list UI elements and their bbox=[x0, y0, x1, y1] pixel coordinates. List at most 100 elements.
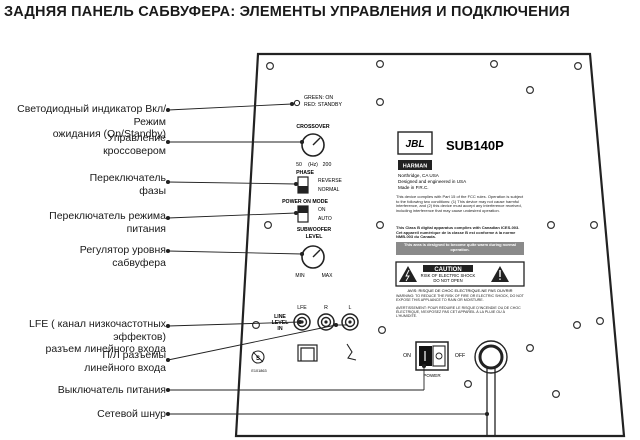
warning-text-block: WARNING: TO REDUCE THE RISK OF FIRE OR E… bbox=[396, 294, 524, 303]
model-number: SUB140P bbox=[446, 138, 504, 153]
callout-led-indicator: Светодиодный индикатор Вкл/Режим ожидани… bbox=[8, 103, 166, 141]
line-level-label-3: IN bbox=[277, 326, 282, 332]
screw-hole bbox=[378, 326, 387, 335]
callout-line: П/Л разъемы bbox=[102, 349, 166, 361]
callout-line: ожидания (On/Standby) bbox=[52, 128, 166, 140]
address-line-3: Made in P.R.C. bbox=[398, 185, 429, 190]
warm-area-text: This area is designed to become quite wa… bbox=[403, 243, 517, 252]
power-mode-auto-label: AUTO bbox=[318, 216, 332, 222]
callout-lfe-input: LFE ( канал низкочастотных эффектов) раз… bbox=[2, 318, 166, 356]
screw-hole bbox=[264, 221, 273, 230]
jack-lfe-label: LFE bbox=[297, 305, 307, 311]
callout-line: Управление bbox=[107, 132, 166, 144]
avert-text-block: AVERTISSEMENT: POUR RÉDUIRE LE RISQUE D'… bbox=[396, 306, 521, 319]
crossover-min-label: 50 bbox=[296, 162, 302, 168]
caution-line-2: DO NOT OPEN bbox=[433, 278, 462, 283]
callout-line: Переключатель режима bbox=[49, 210, 166, 222]
screw-hole bbox=[551, 390, 560, 399]
fcc-text: This device complies with Part 15 of the… bbox=[396, 195, 524, 213]
screw-hole bbox=[252, 321, 261, 330]
power-mode-switch-slider bbox=[298, 206, 308, 213]
crossover-knob-pointer bbox=[312, 137, 321, 146]
callout-line: Регулятор уровня bbox=[79, 244, 166, 256]
screw-hole bbox=[266, 61, 275, 70]
jack-r[interactable] bbox=[317, 313, 335, 331]
address-line-2: Designed and engineered in USA bbox=[398, 179, 467, 184]
phase-switch-slider bbox=[298, 186, 308, 193]
class-b-text-block: This Class B digital apparatus complies … bbox=[396, 226, 520, 240]
crossover-unit-label: (Hz) bbox=[308, 162, 318, 168]
power-cord bbox=[486, 368, 496, 436]
caution-title: CAUTION bbox=[434, 267, 461, 273]
screw-hole bbox=[376, 97, 385, 106]
svg-text:HARMAN: HARMAN bbox=[403, 164, 427, 170]
warm-area-banner bbox=[396, 242, 524, 255]
switch-off-label: OFF bbox=[455, 353, 465, 359]
callout-line: фазы bbox=[139, 184, 166, 197]
power-rocker-switch[interactable] bbox=[415, 341, 449, 371]
callout-line: Светодиодный индикатор Вкл/Режим bbox=[17, 103, 166, 128]
jbl-logo: JBL bbox=[397, 131, 433, 155]
led-indicator bbox=[293, 99, 301, 107]
harman-logo: HARMAN bbox=[398, 160, 432, 170]
marker-icon bbox=[346, 343, 357, 361]
leader-lines bbox=[165, 101, 490, 417]
svg-text:S: S bbox=[256, 356, 260, 362]
screw-hole bbox=[589, 221, 598, 230]
sub-level-label-1: SUBWOOFER bbox=[297, 227, 332, 233]
power-word-label: POWER bbox=[423, 373, 441, 378]
screw-hole bbox=[490, 59, 499, 68]
callout-line: Выключатель питания bbox=[57, 384, 166, 396]
led-green-label: GREEN: ON bbox=[304, 95, 333, 101]
callout-line: Сетевой шнур bbox=[97, 408, 166, 420]
callout-line: Переключатель bbox=[89, 172, 166, 184]
address-line-1: Northridge, CA USA bbox=[398, 173, 440, 178]
power-mode-on-label: ON bbox=[318, 207, 326, 213]
fcc-text-block: This device complies with Part 15 of the… bbox=[396, 195, 524, 213]
callout-phase-switch: Переключатель фазы bbox=[8, 172, 166, 197]
callout-line: разъем линейного входа bbox=[45, 343, 166, 355]
jack-l-label: L bbox=[349, 305, 352, 311]
power-mode-label: POWER ON MODE bbox=[282, 199, 328, 205]
caution-line-1: RISK OF ELECTRIC SHOCK bbox=[421, 273, 476, 278]
screw-hole bbox=[595, 317, 604, 326]
callout-power-switch: Выключатель питания bbox=[8, 384, 166, 397]
callout-line: LFE ( канал низкочастотных эффектов) bbox=[29, 318, 166, 343]
jack-l[interactable] bbox=[341, 313, 359, 331]
line-level-label-1: LINE bbox=[274, 314, 286, 320]
callout-line: линейного входа bbox=[84, 361, 166, 374]
class-ii-symbol-icon bbox=[297, 344, 318, 362]
lightning-warning-icon bbox=[399, 266, 417, 282]
sub-level-knob-pointer bbox=[312, 249, 321, 258]
page-title: ЗАДНЯЯ ПАНЕЛЬ САБВУФЕРА: ЭЛЕМЕНТЫ УПРАВЛ… bbox=[4, 4, 570, 20]
callout-line: питания bbox=[126, 222, 166, 235]
screw-hole bbox=[376, 59, 385, 68]
screw-hole bbox=[464, 380, 473, 389]
sub-level-label-2: LEVEL bbox=[306, 234, 324, 240]
callout-lr-inputs: П/Л разъемы линейного входа bbox=[8, 349, 166, 374]
crossover-label: CROSSOVER bbox=[296, 124, 329, 130]
phase-reverse-label: REVERSE bbox=[318, 178, 343, 184]
screw-hole bbox=[376, 221, 385, 230]
warning-text: WARNING: TO REDUCE THE RISK OF FIRE OR E… bbox=[396, 294, 524, 303]
class-b-text: This Class B digital apparatus complies … bbox=[396, 226, 520, 240]
level-min-label: MIN bbox=[295, 273, 305, 279]
callout-level-control: Регулятор уровня сабвуфера bbox=[8, 244, 166, 269]
cert-code: E101863 bbox=[251, 369, 266, 373]
jack-r-label: R bbox=[324, 305, 328, 311]
cord-grommet-inner bbox=[478, 344, 504, 370]
warm-area-text-block: This area is designed to become quite wa… bbox=[403, 243, 517, 252]
screw-holes bbox=[252, 59, 604, 399]
crossover-max-label: 200 bbox=[323, 162, 332, 168]
screw-hole bbox=[525, 85, 534, 94]
avert-text: AVERTISSEMENT: POUR RÉDUIRE LE RISQUE D'… bbox=[396, 306, 521, 319]
svg-text:JBL: JBL bbox=[406, 139, 425, 150]
callout-line: сабвуфера bbox=[112, 256, 166, 269]
safety-cert-icon: S bbox=[251, 350, 265, 364]
level-max-label: MAX bbox=[322, 273, 334, 279]
callout-power-cord: Сетевой шнур bbox=[8, 408, 166, 421]
screw-hole bbox=[546, 221, 555, 230]
phase-label: PHASE bbox=[296, 170, 314, 176]
screw-hole bbox=[573, 61, 582, 70]
